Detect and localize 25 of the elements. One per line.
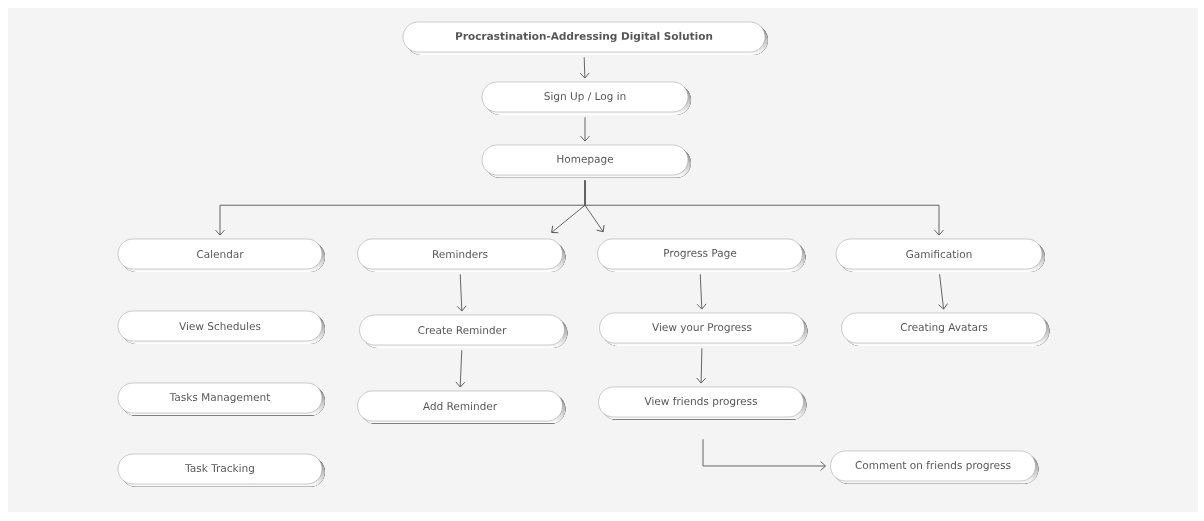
process-box: Reminders [357, 238, 566, 272]
process-box: Homepage [481, 144, 691, 178]
process-box: View your Progress [599, 312, 808, 346]
arrow [696, 273, 707, 310]
arrow [580, 116, 590, 142]
arrow [938, 273, 948, 310]
arrow [584, 179, 944, 236]
process-box: Comment on friends progress [830, 450, 1039, 484]
arrow [702, 438, 827, 471]
process-box: Gamification [835, 238, 1045, 272]
arrow [579, 56, 590, 79]
process-box: Calendar [117, 238, 325, 272]
process-box: Add Reminder [357, 390, 566, 424]
process-box: Tasks Management [117, 382, 325, 416]
process-box: Task Tracking [117, 453, 325, 487]
process-box: Progress Page [597, 238, 806, 272]
process-box: Procrastination-Addressing Digital Solution [402, 21, 768, 55]
arrow [455, 349, 466, 388]
process-box: Creating Avatars [841, 312, 1050, 346]
arrow [696, 347, 707, 384]
process-box: Create Reminder [359, 314, 568, 348]
process-box: Sign Up / Log in [481, 81, 691, 115]
process-box: View Schedules [117, 310, 325, 344]
arrow [456, 273, 467, 312]
process-box: View friends progress [598, 386, 807, 420]
